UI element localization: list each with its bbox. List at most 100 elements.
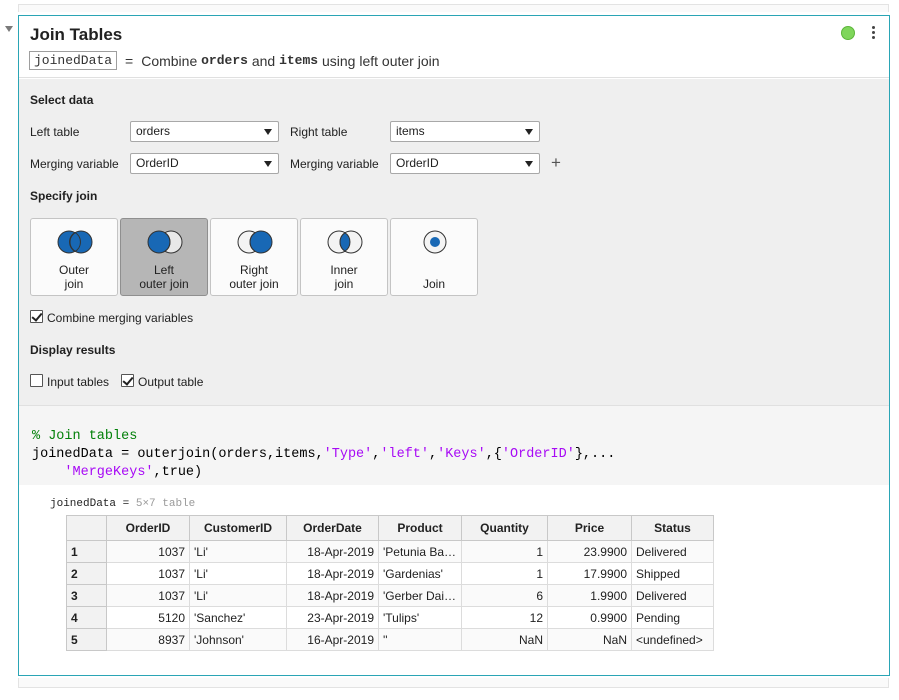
row-number: 3 <box>66 584 107 607</box>
join-label-line2: Join <box>422 277 445 291</box>
output-table-checkbox[interactable] <box>121 374 134 387</box>
code-text: % Join tables joinedData = outerjoin(ord… <box>32 428 615 482</box>
inner-join-icon <box>327 230 363 254</box>
table-cell: 1037 <box>106 584 190 607</box>
chevron-down-icon <box>525 129 533 135</box>
previous-section-edge <box>18 4 889 12</box>
output-var-name: joinedData <box>50 498 117 510</box>
table-cell: 18-Apr-2019 <box>286 562 379 585</box>
right-merging-variable-dropdown[interactable]: OrderID <box>390 153 540 174</box>
output-variable-name[interactable]: joinedData <box>29 51 118 70</box>
left-outer-join-label-line1: Left <box>153 263 174 277</box>
code-comment: % Join tables <box>32 429 138 444</box>
table-cell: 'Gardenias' <box>378 562 462 585</box>
right-table-value: items <box>396 124 425 138</box>
table-cell: 1037 <box>106 562 190 585</box>
join-tables-task: Join Tables joinedData = Combine orders … <box>18 15 890 676</box>
summary-left-table: orders <box>201 53 248 68</box>
output-heading: joinedData = 5×7 table <box>50 498 195 510</box>
column-header[interactable]: OrderDate <box>286 515 379 541</box>
code-string: 'Keys' <box>437 447 486 462</box>
right-outer-join-icon <box>237 230 273 254</box>
row-number-header <box>66 515 107 541</box>
left-outer-join-icon <box>147 230 183 254</box>
table-cell: 23.9900 <box>547 540 632 563</box>
left-table-label: Left table <box>30 125 80 139</box>
table-row: 5 8937 'Johnson' 16-Apr-2019 '' NaN NaN … <box>66 628 714 651</box>
task-title: Join Tables <box>30 25 123 44</box>
code-punct: ,true) <box>153 465 203 480</box>
table-cell: 18-Apr-2019 <box>286 584 379 607</box>
code-string: 'left' <box>380 447 429 462</box>
table-row: 3 1037 'Li' 18-Apr-2019 'Gerber Dai… 6 1… <box>66 584 714 607</box>
table-cell: '' <box>378 628 462 651</box>
code-string: 'OrderID' <box>501 447 575 462</box>
table-cell: 17.9900 <box>547 562 632 585</box>
table-cell: 16-Apr-2019 <box>286 628 379 651</box>
chevron-down-icon <box>525 161 533 167</box>
table-cell: 'Sanchez' <box>189 606 287 629</box>
table-row: 4 5120 'Sanchez' 23-Apr-2019 'Tulips' 12… <box>66 606 714 629</box>
left-table-dropdown[interactable]: orders <box>130 121 279 142</box>
output-table-label: Output table <box>138 375 204 389</box>
table-cell: 1.9900 <box>547 584 632 607</box>
left-merging-variable-value: OrderID <box>136 156 179 170</box>
code-string: 'MergeKeys' <box>64 465 154 480</box>
column-header[interactable]: Status <box>631 515 714 541</box>
output-equals: = <box>122 498 130 510</box>
inner-join-label-line2: join <box>334 277 354 291</box>
task-controls: Select data Left table orders Right tabl… <box>19 79 889 405</box>
code-punct: , <box>428 447 438 462</box>
row-number: 4 <box>66 606 107 629</box>
right-merging-variable-value: OrderID <box>396 156 439 170</box>
column-header[interactable]: Product <box>378 515 462 541</box>
row-number: 2 <box>66 562 107 585</box>
right-outer-join-label-line1: Right <box>239 263 268 277</box>
code-indent <box>32 465 64 480</box>
column-header[interactable]: CustomerID <box>189 515 287 541</box>
task-header: Join Tables joinedData = Combine orders … <box>19 16 889 78</box>
column-header[interactable]: Price <box>547 515 632 541</box>
table-row: 1 1037 'Li' 18-Apr-2019 'Petunia Ba… 1 2… <box>66 540 714 563</box>
summary-and: and <box>251 52 276 69</box>
table-cell: 1 <box>461 540 548 563</box>
column-header[interactable]: OrderID <box>106 515 190 541</box>
table-cell: Delivered <box>631 584 714 607</box>
right-table-dropdown[interactable]: items <box>390 121 540 142</box>
row-number: 1 <box>66 540 107 563</box>
table-cell: Pending <box>631 606 714 629</box>
table-cell: 8937 <box>106 628 190 651</box>
code-punct: ,{ <box>485 447 502 462</box>
combine-merging-variables-checkbox[interactable] <box>30 310 43 323</box>
table-cell: 12 <box>461 606 548 629</box>
add-merging-variable-icon[interactable]: + <box>551 153 561 172</box>
right-merging-variable-label: Merging variable <box>290 157 379 171</box>
input-tables-checkbox[interactable] <box>30 374 43 387</box>
chevron-down-icon <box>264 129 272 135</box>
left-merging-variable-dropdown[interactable]: OrderID <box>130 153 279 174</box>
task-summary: joinedData = Combine orders and items us… <box>29 51 440 70</box>
table-cell: 'Li' <box>189 584 287 607</box>
column-header[interactable]: Quantity <box>461 515 548 541</box>
right-outer-join-label-line2: outer join <box>229 277 279 291</box>
summary-suffix: using left outer join <box>321 52 440 69</box>
left-table-value: orders <box>136 124 171 138</box>
inner-join-label-line1: Inner <box>330 263 358 277</box>
summary-prefix: Combine <box>141 52 198 69</box>
table-cell: 'Petunia Ba… <box>378 540 462 563</box>
collapse-toggle-icon[interactable] <box>4 24 14 34</box>
specify-join-heading: Specify join <box>30 189 98 203</box>
summary-right-table: items <box>279 53 319 68</box>
output-table[interactable]: OrderID CustomerID OrderDate Product Qua… <box>66 515 714 651</box>
more-options-icon[interactable] <box>869 26 877 40</box>
code-punct: },... <box>574 447 616 462</box>
outer-join-icon <box>57 230 93 254</box>
generated-code[interactable]: % Join tables joinedData = outerjoin(ord… <box>19 405 889 485</box>
join-button[interactable]: Join <box>390 218 478 296</box>
right-table-label: Right table <box>290 125 348 139</box>
table-cell: 6 <box>461 584 548 607</box>
